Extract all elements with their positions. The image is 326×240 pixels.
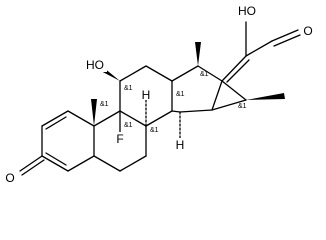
atom-labels: HO O HO F O H H (4, 4, 314, 185)
stereo-label-c16: &1 (238, 103, 247, 110)
atom-label-o-ketone: O (5, 171, 14, 185)
atom-label-o-aldehyde: O (303, 24, 312, 38)
stereo-label-c13: &1 (200, 71, 209, 78)
stereo-label-c14: &1 (176, 91, 185, 98)
atom-label-ho-top: HO (238, 4, 256, 18)
bond-lines (19, 21, 301, 176)
stereo-label-c8: &1 (150, 127, 159, 134)
molecule-diagram: HO O HO F O H H &1 &1 &1 &1 &1 &1 &1 (4, 4, 314, 185)
hash-bonds (145, 99, 181, 139)
atom-label-h-lower: H (176, 138, 185, 152)
atom-label-fluorine: F (116, 132, 123, 146)
stereo-labels: &1 &1 &1 &1 &1 &1 &1 (100, 71, 247, 134)
stereo-label-c11: &1 (124, 85, 133, 92)
atom-label-ho-left: HO (86, 58, 104, 72)
stereo-label-c9: &1 (124, 122, 133, 129)
atom-label-h-upper: H (142, 88, 151, 102)
stereo-label-c10: &1 (100, 101, 109, 108)
